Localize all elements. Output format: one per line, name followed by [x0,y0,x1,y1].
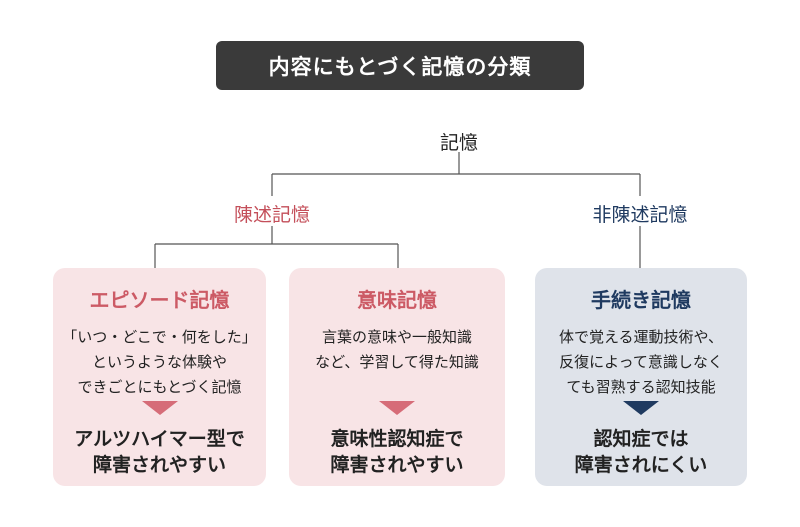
box-title: 意味記憶 [357,288,437,312]
down-arrow-icon [379,401,415,415]
root-label: 記憶 [439,132,479,154]
desc-line: 言葉の意味や一般知識 [321,328,472,346]
result-line: 認知症では [593,428,689,450]
semantic-memory-box: 意味記憶 言葉の意味や一般知識 など、学習して得た知識 意味性認知症で 障害され… [289,268,505,486]
box-title: エピソード記憶 [89,288,230,312]
desc-line: など、学習して得た知識 [315,353,479,371]
desc-line: 体で覚える運動技術や、 [558,328,724,346]
down-arrow-icon [623,401,659,415]
declarative-label: 陳述記憶 [233,204,311,226]
box-result: 意味性認知症で 障害されやすい [289,426,505,478]
result-line: 意味性認知症で [330,428,464,450]
desc-line: 反復によって意識しなく [559,353,723,371]
result-line: アルツハイマー型で [74,428,245,450]
result-line: 障害されにくい [574,454,708,476]
diagram-title: 内容にもとづく記憶の分類 [216,41,584,90]
box-result: アルツハイマー型で 障害されやすい [53,426,266,478]
desc-line: ても習熟する認知技能 [566,378,716,396]
box-description: 「いつ・どこで・何をした」 というような体験や できごとにもとづく記憶 [53,325,266,400]
down-arrow-icon [141,401,178,415]
result-line: 障害されやすい [330,454,464,476]
box-description: 言葉の意味や一般知識 など、学習して得た知識 [289,325,505,375]
box-description: 体で覚える運動技術や、 反復によって意識しなく ても習熟する認知技能 [535,325,747,400]
box-result: 認知症では 障害されにくい [535,426,747,478]
box-title: 手続き記憶 [591,288,691,312]
desc-line: できごとにもとづく記憶 [77,378,242,396]
nondeclarative-label: 非陳述記憶 [592,204,688,226]
desc-line: というような体験や [91,353,227,371]
result-line: 障害されやすい [92,454,226,476]
episodic-memory-box: エピソード記憶 「いつ・どこで・何をした」 というような体験や できごとにもとづ… [53,268,266,486]
desc-line: 「いつ・どこで・何をした」 [62,328,257,346]
procedural-memory-box: 手続き記憶 体で覚える運動技術や、 反復によって意識しなく ても習熟する認知技能… [535,268,747,486]
